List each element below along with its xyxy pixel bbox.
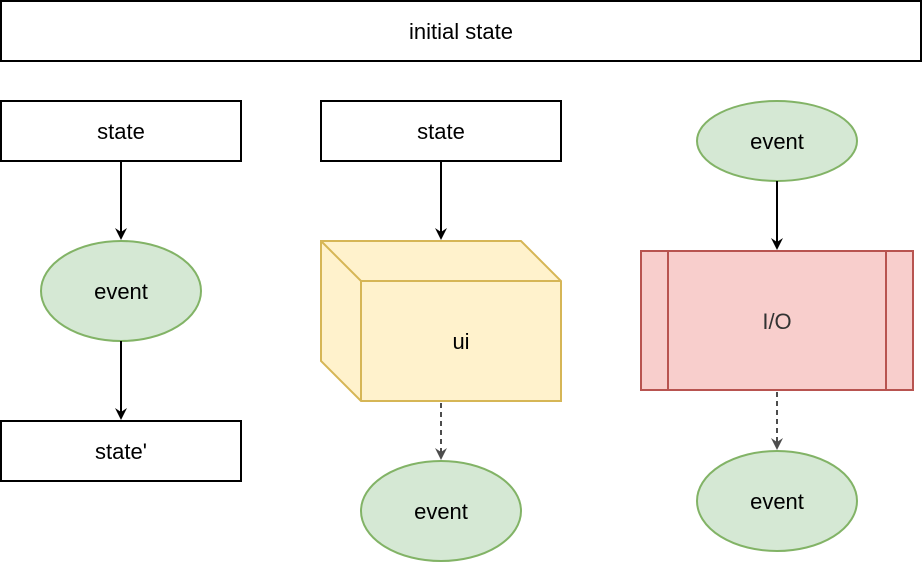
left-event-ellipse: event — [40, 240, 202, 342]
left-state-prime-label: state' — [95, 439, 147, 464]
ui-label: ui — [452, 329, 469, 354]
right-event-bottom-ellipse: event — [696, 450, 858, 552]
left-state-prime-box: state' — [0, 420, 242, 482]
io-label: I/O — [762, 309, 791, 334]
initial-state-label: initial state — [409, 19, 513, 44]
left-state-label: state — [97, 119, 145, 144]
io-process-box: I/O — [640, 250, 914, 391]
middle-state-box: state — [320, 100, 562, 162]
left-state-box: state — [0, 100, 242, 162]
initial-state-box: initial state — [0, 0, 922, 62]
middle-state-label: state — [417, 119, 465, 144]
middle-event-ellipse: event — [360, 460, 522, 562]
right-event-bottom-label: event — [750, 489, 804, 514]
right-event-top-ellipse: event — [696, 100, 858, 182]
middle-event-label: event — [414, 499, 468, 524]
right-event-top-label: event — [750, 129, 804, 154]
ui-cube: ui — [320, 240, 562, 402]
left-event-label: event — [94, 279, 148, 304]
